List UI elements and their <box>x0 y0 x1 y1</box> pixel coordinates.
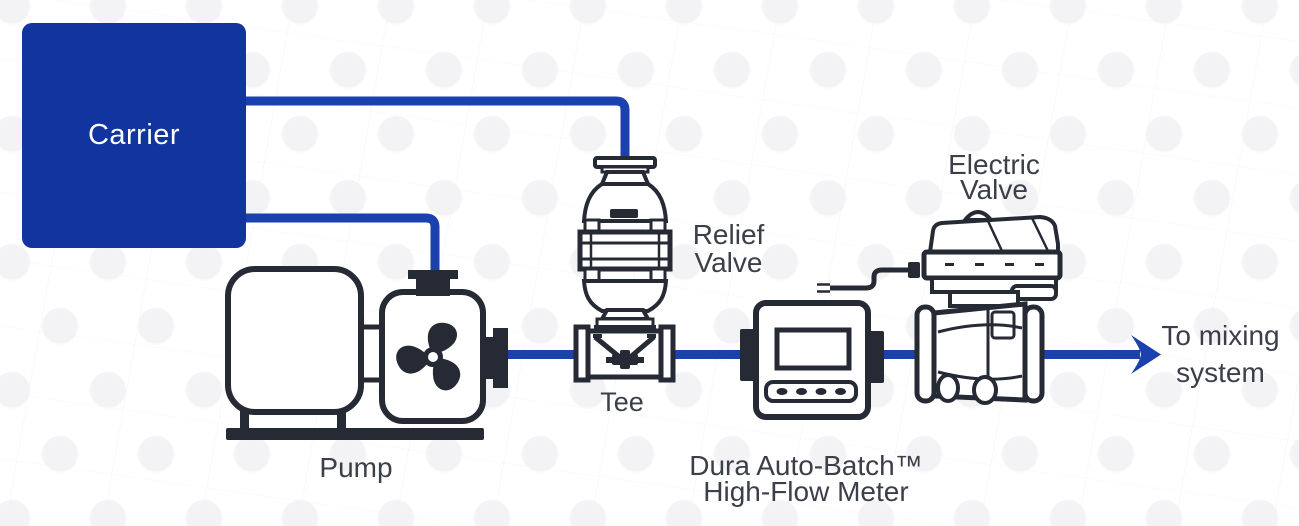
flow-meter-button-bar <box>764 380 858 403</box>
relief-valve-icon <box>577 156 673 331</box>
tee-icon <box>573 324 676 383</box>
carrier-label: Carrier <box>87 119 181 151</box>
electric-valve-label-line2: Valve <box>960 174 1028 205</box>
pump-base <box>226 409 484 440</box>
pipe-carrier-to-relief-valve <box>246 96 630 160</box>
pump-inlet-neck <box>408 270 458 296</box>
pump-fan-icon <box>396 322 461 391</box>
tee-label: Tee <box>600 387 644 417</box>
flow-meter-screen <box>774 327 852 371</box>
electric-valve-label: Electric Valve <box>924 149 1064 205</box>
relief-valve-label-line2: Valve <box>694 247 763 278</box>
flow-meter-label-line2: High-Flow Meter <box>703 476 909 507</box>
flow-meter-buttons <box>776 388 846 395</box>
flow-meter-label-line1: Dura Auto-Batch™ <box>689 450 923 481</box>
relief-valve-label: Relief Valve <box>666 221 791 277</box>
tee-drain-fitting <box>606 350 644 369</box>
electric-valve-icon <box>817 210 1063 405</box>
electric-valve-label-line1: Electric <box>948 149 1040 180</box>
carrier-node: Carrier <box>22 23 246 248</box>
pump-outlet-flange <box>484 328 508 388</box>
destination-label-line2: system <box>1176 357 1265 388</box>
destination-label-line1: To mixing <box>1161 320 1280 351</box>
destination-label: To mixing system <box>1148 317 1293 391</box>
flow-meter-label: Dura Auto-Batch™ High-Flow Meter <box>656 450 956 507</box>
flow-meter-icon <box>740 300 884 420</box>
pump-label: Pump <box>319 452 393 483</box>
pump-icon <box>225 266 508 440</box>
pipe-carrier-to-pump <box>246 213 440 276</box>
relief-valve-label-line1: Relief <box>692 219 765 250</box>
electric-valve-cable <box>817 267 918 293</box>
flow-arrow-icon <box>1131 335 1161 374</box>
